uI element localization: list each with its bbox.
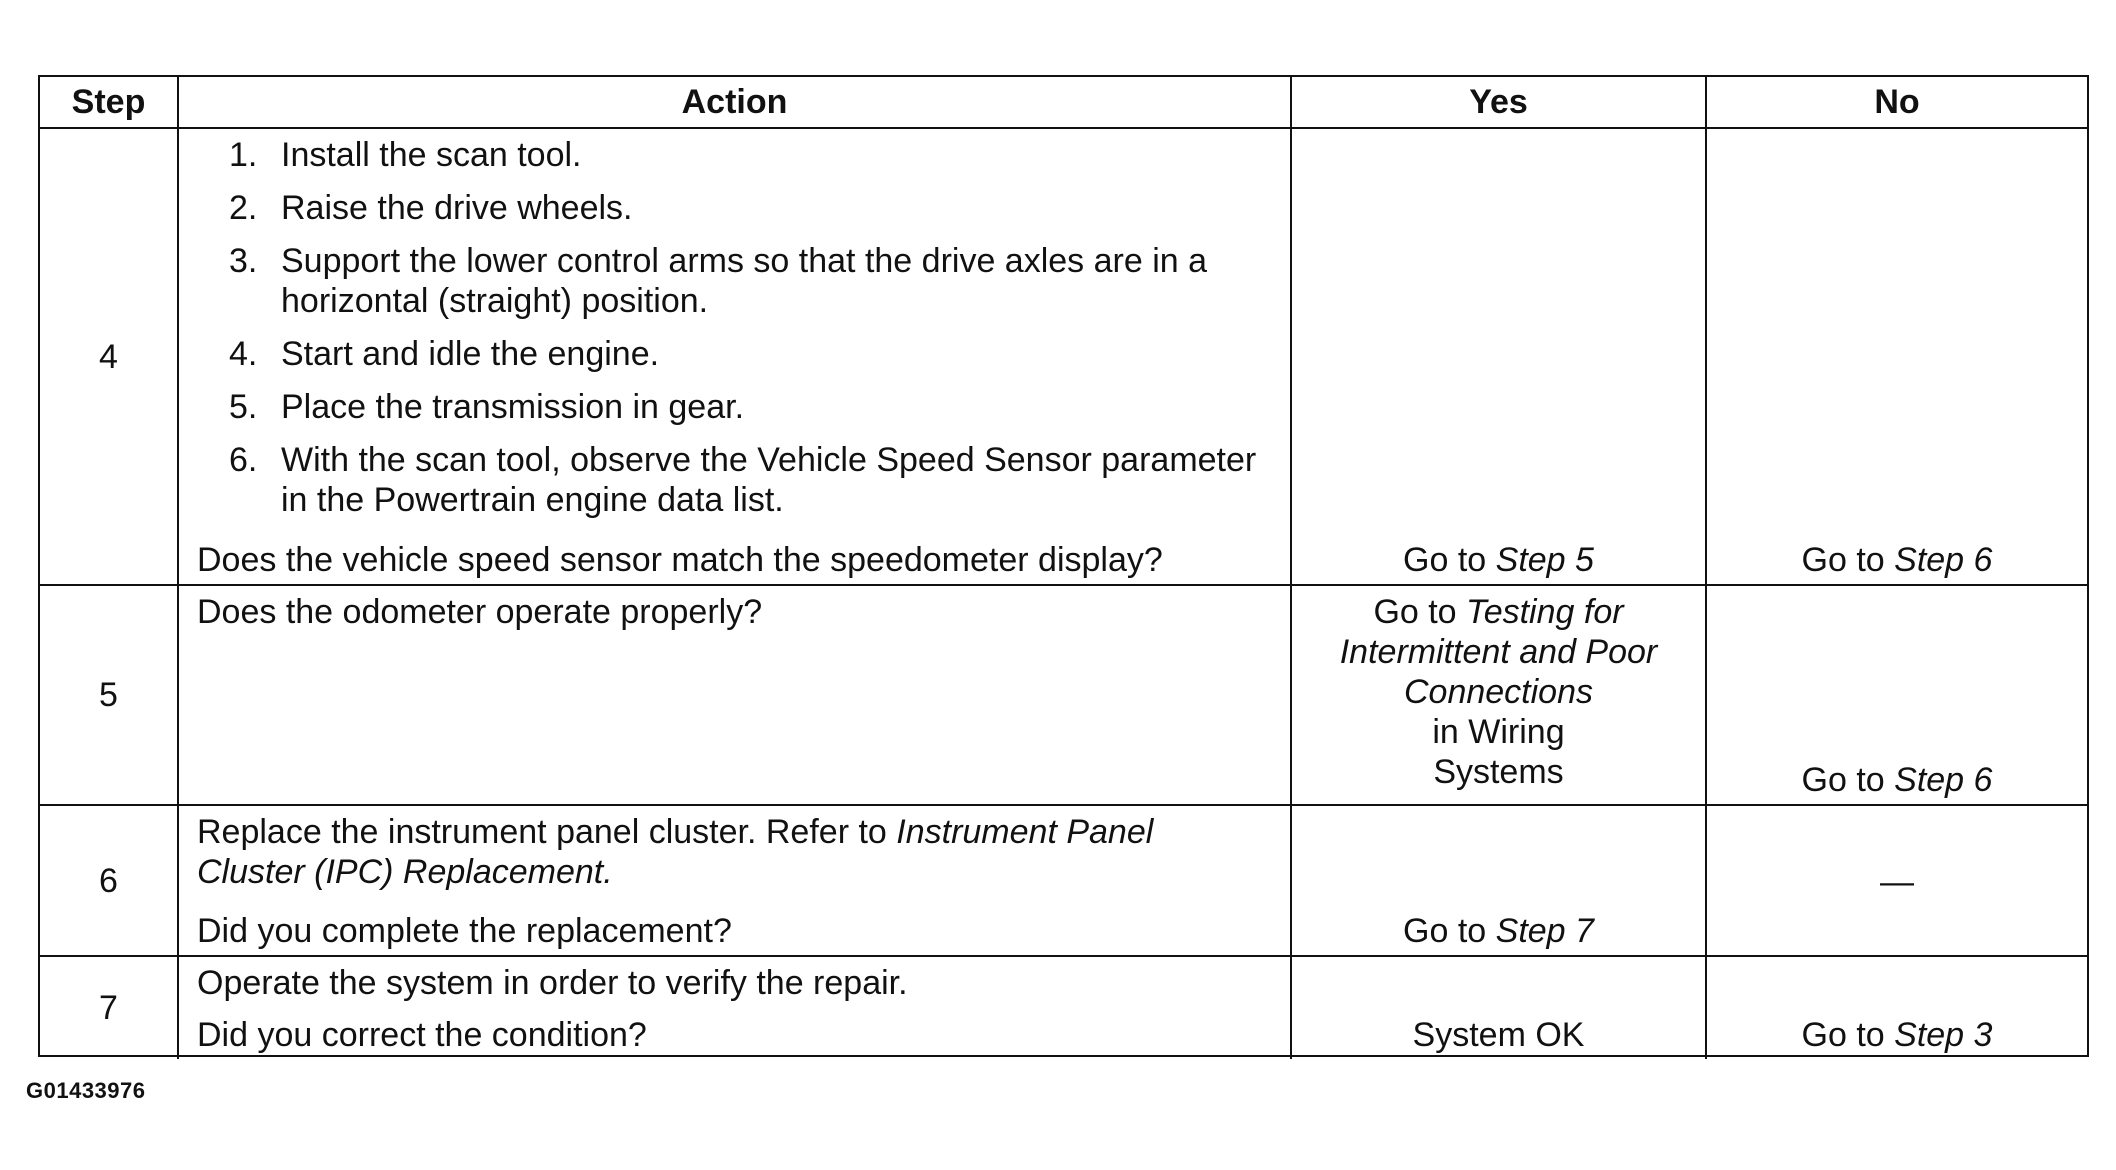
header-action: Action <box>177 77 1292 129</box>
action-text: Operate the system in order to verify th… <box>197 964 908 1002</box>
list-item: 5.Place the transmission in gear. <box>229 388 745 426</box>
list-item: 6.With the scan tool, observe the Vehicl… <box>229 441 1257 519</box>
table-row-step-7: 7 Operate the system in order to verify … <box>40 955 2087 1059</box>
no-cell: — <box>1705 804 2087 957</box>
step-number: 5 <box>40 584 179 806</box>
step-number: 4 <box>40 127 179 586</box>
step-number: 7 <box>40 955 179 1059</box>
header-no: No <box>1705 77 2087 129</box>
step-reference: Step 3 <box>1894 1016 1993 1054</box>
header-yes: Yes <box>1290 77 1707 129</box>
yes-cell: Go to Step 5 <box>1290 127 1707 586</box>
step-reference: Step 5 <box>1495 541 1594 579</box>
step-reference: Step 6 <box>1894 541 1993 579</box>
step-reference: Step 6 <box>1894 761 1993 799</box>
step-reference: Step 7 <box>1495 912 1594 950</box>
no-cell: Go to Step 6 <box>1705 127 2087 586</box>
action-cell: Does the odometer operate properly? <box>177 584 1292 806</box>
no-action-dash: — <box>1880 862 1914 901</box>
no-cell: Go to Step 6 <box>1705 584 2087 806</box>
system-ok-text: System OK <box>1412 1016 1585 1054</box>
question-text: Does the vehicle speed sensor match the … <box>197 541 1163 579</box>
action-cell: Replace the instrument panel cluster. Re… <box>177 804 1292 957</box>
table-row-step-4: 4 1.Install the scan tool. 2.Raise the d… <box>40 127 2087 586</box>
procedure-reference: Instrument Panel Cluster (IPC) Replaceme… <box>197 813 1154 891</box>
yes-cell: System OK <box>1290 955 1707 1059</box>
action-text: Replace the instrument panel cluster. Re… <box>197 813 1154 891</box>
header-row: Step Action Yes No <box>40 77 2087 129</box>
step-number: 6 <box>40 804 179 957</box>
procedure-reference: Testing for Intermittent and Poor Connec… <box>1339 593 1658 711</box>
list-item: 2.Raise the drive wheels. <box>229 189 633 227</box>
yes-cell: Go to Step 7 <box>1290 804 1707 957</box>
no-cell: Go to Step 3 <box>1705 955 2087 1059</box>
figure-code: G01433976 <box>26 1078 146 1103</box>
action-cell: Operate the system in order to verify th… <box>177 955 1292 1059</box>
diagnostic-table: Step Action Yes No 4 1.Install the scan … <box>40 77 2087 1059</box>
table-row-step-5: 5 Does the odometer operate properly? Go… <box>40 584 2087 806</box>
question-text: Did you complete the replacement? <box>197 912 732 950</box>
list-item: 1.Install the scan tool. <box>229 136 582 174</box>
action-steps-list: 1.Install the scan tool. 2.Raise the dri… <box>197 135 1260 533</box>
action-cell: 1.Install the scan tool. 2.Raise the dri… <box>177 127 1292 586</box>
table-row-step-6: 6 Replace the instrument panel cluster. … <box>40 804 2087 957</box>
list-item: 3.Support the lower control arms so that… <box>229 242 1208 320</box>
question-text: Does the odometer operate properly? <box>197 593 763 631</box>
diagnostic-table-frame: Step Action Yes No 4 1.Install the scan … <box>38 75 2089 1059</box>
header-step: Step <box>40 77 179 129</box>
yes-cell: Go to Testing for Intermittent and Poor … <box>1290 584 1707 806</box>
question-text: Did you correct the condition? <box>197 1016 647 1054</box>
list-item: 4.Start and idle the engine. <box>229 335 660 373</box>
